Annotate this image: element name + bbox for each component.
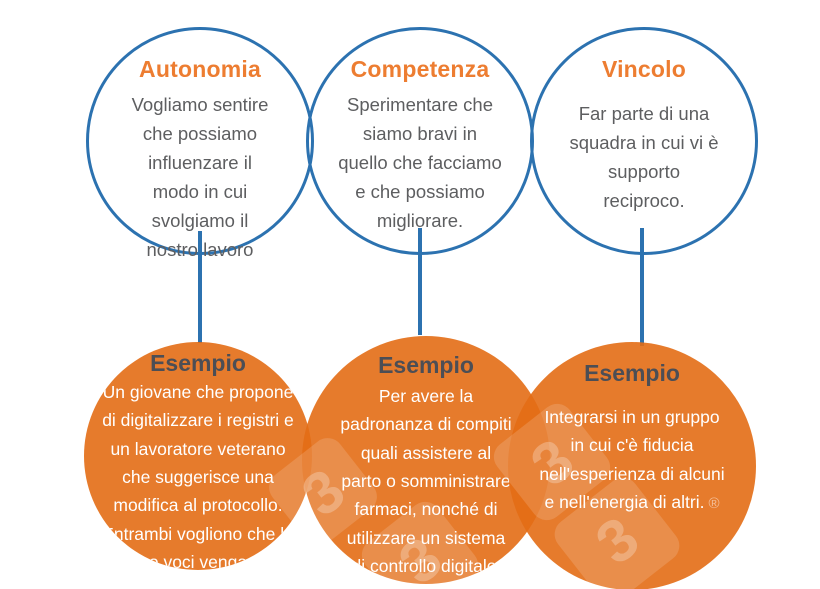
connector-line-autonomia (198, 231, 202, 343)
example-circle-autonomia: Esempio Un giovane che propone di digita… (84, 342, 312, 570)
example-description: Integrarsi in un gruppo in cui c'è fiduc… (537, 403, 727, 516)
connector-line-vincolo (640, 228, 644, 346)
example-description-text: Un giovane che propone di digitalizzare … (102, 382, 294, 570)
connector-line-competenza (418, 228, 422, 335)
concept-circle-vincolo: Vincolo Far parte di una squadra in cui … (530, 27, 758, 255)
example-title: Esempio (584, 360, 680, 386)
example-circle-vincolo: Esempio Integrarsi in un gruppo in cui c… (508, 342, 756, 589)
example-description: Un giovane che propone di digitalizzare … (97, 378, 299, 570)
concept-description: Far parte di una squadra in cui vi è sup… (569, 103, 719, 212)
registered-mark-symbol: ® (708, 495, 720, 513)
concept-title: Competenza (350, 56, 490, 82)
example-description-text: Integrarsi in un gruppo in cui c'è fiduc… (539, 407, 725, 513)
concept-circle-autonomia: Autonomia Vogliamo sentire che possiamo … (86, 27, 314, 260)
concept-title: Vincolo (601, 56, 687, 82)
example-title: Esempio (150, 350, 246, 376)
example-description: Per avere la padronanza di compiti quali… (340, 382, 512, 580)
example-title: Esempio (378, 352, 474, 378)
concept-circle-competenza: Competenza Sperimentare che siamo bravi … (306, 27, 534, 255)
example-description-text: Per avere la padronanza di compiti quali… (340, 386, 512, 577)
concept-title: Autonomia (139, 56, 261, 82)
concept-description: Sperimentare che siamo bravi in quello c… (338, 94, 502, 232)
